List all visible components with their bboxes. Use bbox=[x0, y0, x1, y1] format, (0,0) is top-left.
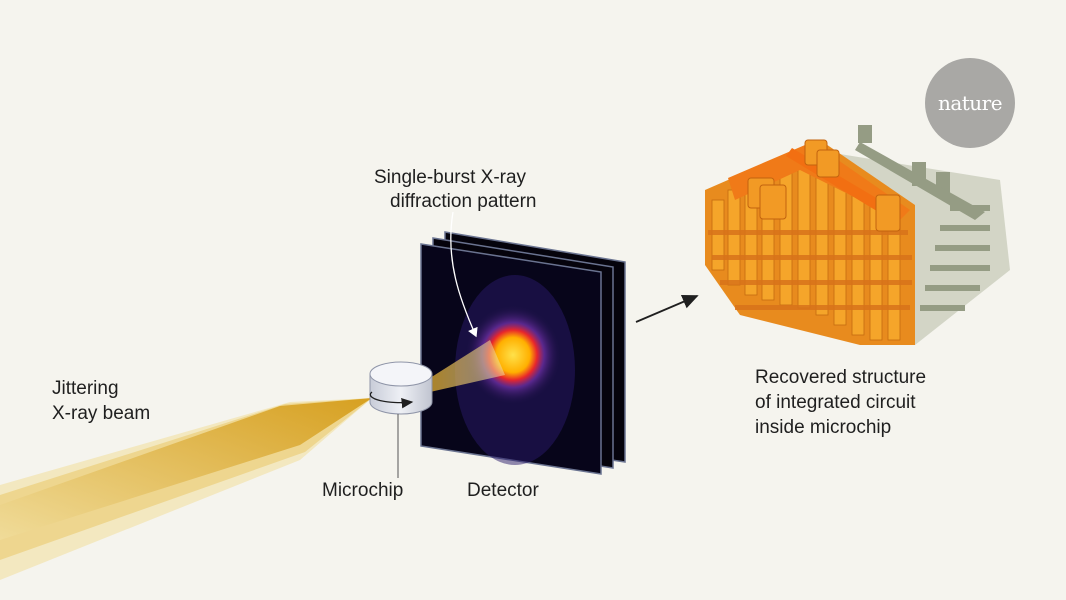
diffraction-label-line1: Single-burst X-ray bbox=[374, 167, 527, 188]
diffraction-pattern bbox=[465, 305, 561, 405]
microchip-label: Microchip bbox=[322, 480, 404, 501]
recovered-label-line1: Recovered structure bbox=[755, 367, 927, 388]
diffraction-label-line2: diffraction pattern bbox=[390, 191, 537, 212]
beam-label-line1: Jittering bbox=[52, 378, 119, 399]
detector-label: Detector bbox=[467, 480, 539, 501]
scattered-beam bbox=[430, 340, 505, 392]
nature-logo: nature bbox=[925, 58, 1015, 148]
recovered-circuit bbox=[705, 125, 1010, 345]
beam-label-line2: X-ray beam bbox=[52, 403, 151, 424]
rotation-arrow-icon bbox=[369, 391, 414, 409]
microchip bbox=[369, 361, 433, 478]
pointer-arrow-icon bbox=[450, 211, 478, 338]
recovered-label-line2: of integrated circuit bbox=[755, 392, 916, 413]
detector bbox=[420, 231, 626, 475]
recovered-label-line3: inside microchip bbox=[755, 417, 892, 438]
nature-logo-text: nature bbox=[937, 91, 1003, 115]
xray-beam bbox=[0, 398, 372, 580]
process-arrow-icon bbox=[635, 295, 699, 323]
